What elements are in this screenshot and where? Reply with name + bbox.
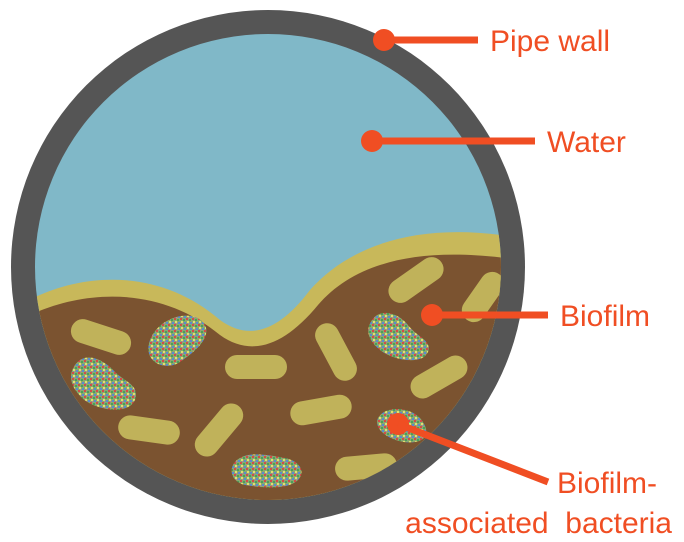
rod-bacterium: [461, 271, 501, 323]
rod-bacterium: [194, 403, 244, 457]
rod-bacterium: [315, 323, 357, 381]
label-associated-bacteria-line1: Biofilm-: [557, 467, 657, 500]
callout-associated-bacteria: Biofilm- associated bacteria: [387, 413, 672, 540]
rod-bacterium: [70, 319, 132, 355]
rod-bacteria-group: [70, 257, 501, 481]
callout-biofilm: Biofilm: [421, 300, 650, 333]
label-associated-bacteria-line2: associated bacteria: [405, 507, 672, 540]
label-water: Water: [547, 126, 626, 159]
callout-water: Water: [361, 126, 626, 159]
associated-bacterium: [231, 454, 302, 488]
rod-bacterium: [388, 257, 444, 303]
rod-bacterium: [118, 415, 180, 445]
callout-pipe-wall: Pipe wall: [373, 25, 610, 58]
associated-bacteria-group: [70, 312, 429, 488]
label-biofilm: Biofilm: [560, 300, 650, 333]
rod-bacterium: [290, 394, 352, 426]
rod-bacterium: [410, 355, 468, 399]
associated-bacterium: [368, 312, 429, 361]
callout-line: [396, 420, 550, 486]
associated-bacterium: [70, 357, 136, 410]
label-pipe-wall: Pipe wall: [490, 25, 610, 58]
associated-bacterium: [148, 315, 207, 366]
rod-bacterium: [225, 355, 287, 379]
